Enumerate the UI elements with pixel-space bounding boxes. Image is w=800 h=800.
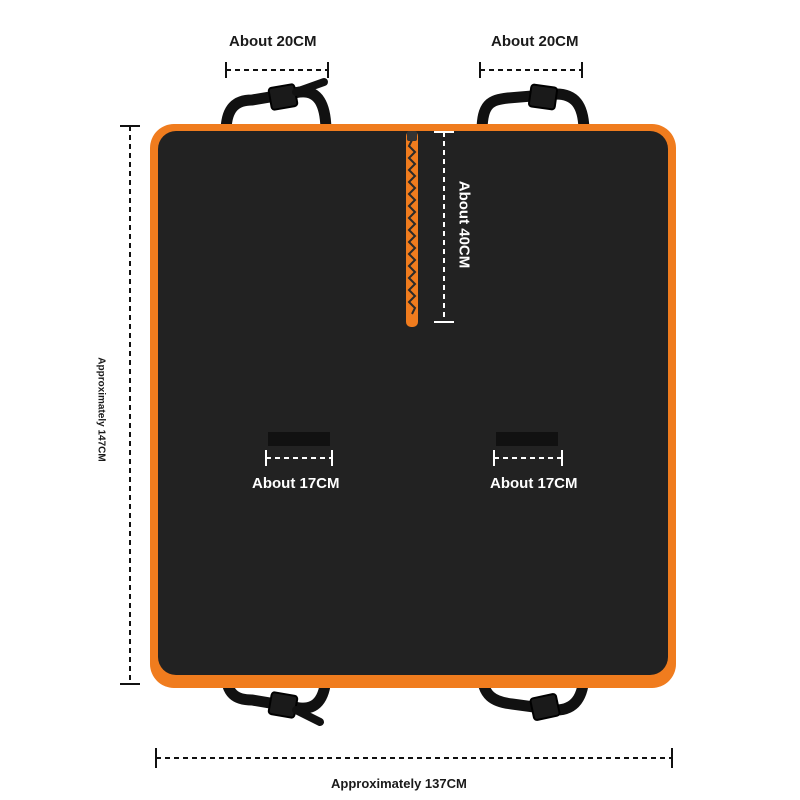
- left-strap-slot: [268, 432, 330, 446]
- zipper: [406, 131, 418, 327]
- right-strap-slot: [496, 432, 558, 446]
- width-label: Approximately 137CM: [331, 776, 467, 791]
- bottom-right-strap: [476, 666, 590, 721]
- top-left-strap: [220, 78, 332, 138]
- zipper-length-label: About 40CM: [455, 180, 473, 269]
- strap-left-top-label: About 20CM: [229, 33, 317, 50]
- height-label: Approximately 147CM: [95, 357, 107, 462]
- top-right-strap: [476, 83, 590, 138]
- slot-right-label: About 17CM: [490, 475, 578, 492]
- bottom-left-strap: [220, 666, 332, 726]
- strap-right-top-label: About 20CM: [491, 33, 579, 50]
- slot-left-label: About 17CM: [252, 475, 340, 492]
- mat-body: [158, 131, 668, 675]
